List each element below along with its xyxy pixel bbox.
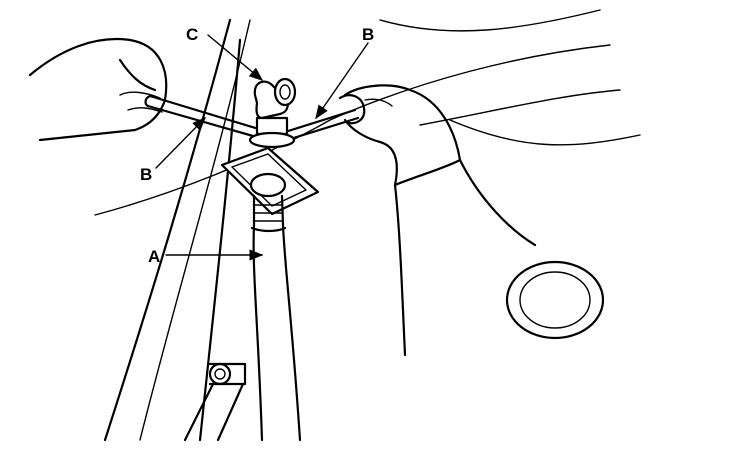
label-c: C bbox=[186, 25, 198, 44]
mounting-plate bbox=[220, 146, 320, 216]
body-panel bbox=[94, 9, 641, 442]
callouts bbox=[155, 34, 369, 261]
wrench-right bbox=[283, 94, 366, 142]
grommet-cap bbox=[505, 260, 605, 340]
right-hand bbox=[343, 84, 537, 357]
lower-bracket bbox=[183, 362, 247, 442]
label-a: A bbox=[148, 247, 160, 266]
label-b-right: B bbox=[362, 25, 374, 44]
hose-a bbox=[250, 194, 302, 442]
fitting-c bbox=[248, 77, 297, 149]
label-b-left: B bbox=[140, 165, 152, 184]
left-hand bbox=[28, 38, 168, 142]
